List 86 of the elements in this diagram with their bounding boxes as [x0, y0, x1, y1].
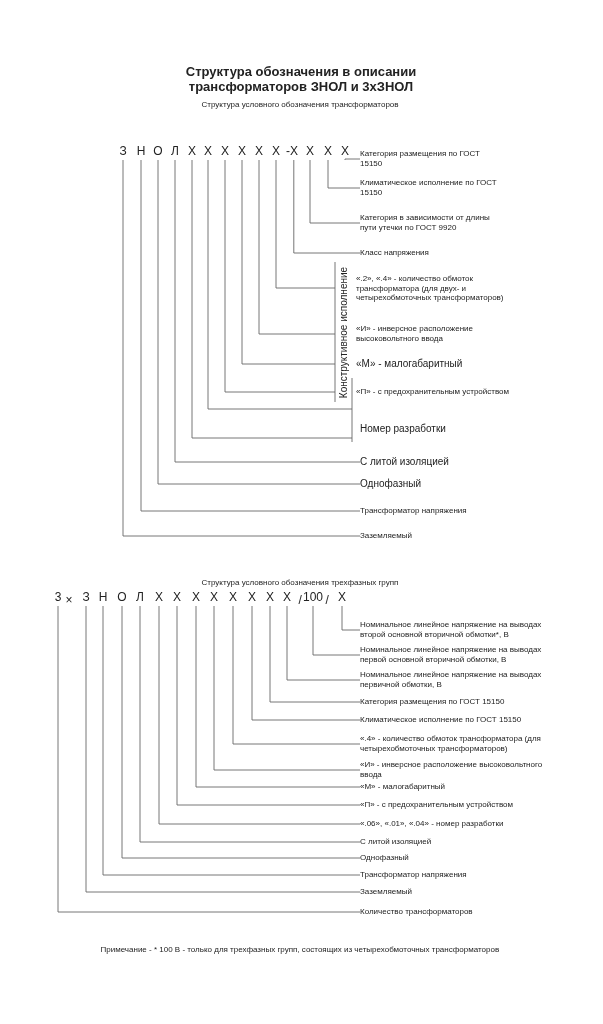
description-text: С литой изоляцией: [360, 456, 500, 468]
leader-line: [207, 159, 353, 410]
symbol-text: /: [298, 593, 302, 607]
description-text: Климатическое исполнение по ГОСТ 15150: [360, 715, 560, 725]
leader-line: [286, 605, 361, 681]
description-text: «.2», «.4» - количество обмоток трансформатора (для двух- и четырехобмоточных трансформаторов): [356, 273, 511, 303]
leader-line: [293, 159, 361, 254]
description-text: Количество трансформаторов: [360, 907, 560, 917]
designation-character: О: [117, 590, 127, 604]
leader-line: [344, 158, 361, 161]
description-text: С литой изоляцией: [360, 837, 560, 847]
description-text: Категория в зависимости от длины пути утечки по ГОСТ 9920: [360, 213, 500, 233]
description-text: «.06», «.01», «.04» - номер разработки: [360, 819, 560, 829]
subtitle: Структура условного обозначения трехфазных групп: [201, 578, 399, 587]
leader-line: [327, 159, 361, 189]
description-text: Номер разработки: [360, 423, 490, 435]
designation-character: Л: [171, 144, 179, 158]
designation-character: О: [153, 144, 163, 158]
designation-character: З: [119, 144, 127, 158]
description-text: «И» - инверсное расположение высоковольтного ввода: [356, 324, 511, 344]
description-text: Категория размещения по ГОСТ 15150: [360, 697, 560, 707]
designation-character: Х: [188, 144, 196, 158]
description-text: Заземляемый: [360, 531, 500, 541]
leader-line: [232, 605, 361, 745]
description-text: Трансформатор напряжения: [360, 506, 480, 516]
description-text: Однофазный: [360, 853, 560, 863]
designation-character: Х: [238, 144, 246, 158]
designation-character: Х: [210, 590, 218, 604]
description-text: «.4» - количество обмоток трансформатора (для четырехобмоточных трансформаторов): [360, 734, 560, 754]
leader-line: [57, 605, 361, 913]
subtitle: Структура условного обозначения трансформаторов: [201, 100, 399, 109]
designation-character: Х: [266, 590, 274, 604]
description-text: «П» - с предохранительным устройством: [360, 800, 560, 810]
designation-character: Х: [324, 144, 332, 158]
description-text: Климатическое исполнение по ГОСТ 15150: [360, 178, 500, 198]
designation-character: Х: [283, 590, 291, 604]
leader-line: [195, 605, 361, 788]
leader-line: [158, 605, 361, 825]
designation-character: Х: [155, 590, 163, 604]
designation-character: Л: [136, 590, 144, 604]
leader-line: [176, 605, 361, 806]
leader-line: [191, 159, 353, 439]
leader-line: [275, 159, 336, 289]
leader-line: [258, 159, 336, 335]
leader-line: [213, 605, 361, 771]
designation-character: Х: [272, 144, 280, 158]
designation-character: Н: [98, 590, 108, 604]
designation-character: Х: [204, 144, 212, 158]
designation-character: Х: [255, 144, 263, 158]
description-text: Трансформатор напряжения: [360, 870, 560, 880]
leader-line: [341, 605, 361, 631]
description-text: Однофазный: [360, 478, 500, 490]
group-label: Конструктивное исполнение: [337, 266, 349, 398]
leader-line: [269, 605, 361, 703]
description-text: Категория размещения по ГОСТ 15150: [360, 149, 500, 169]
designation-character: Х: [173, 590, 181, 604]
designation-character: Х: [221, 144, 229, 158]
leader-line: [251, 605, 361, 721]
leader-line: [241, 159, 336, 365]
designation-character: Н: [136, 144, 146, 158]
description-text: «П» - с предохранительным устройством: [356, 387, 511, 397]
designation-character: Х: [229, 590, 237, 604]
leader-line: [309, 159, 361, 224]
designation-character: 100: [303, 590, 323, 604]
designation-character: Х: [341, 144, 349, 158]
leader-line: [224, 159, 336, 393]
description-text: Заземляемый: [360, 887, 560, 897]
description-text: Класс напряжения: [360, 248, 500, 258]
designation-character: Х: [306, 144, 314, 158]
note: Примечание - * 100 В - только для трехфазных групп, состоящих из четырехобмоточных трансформаторов: [100, 945, 500, 954]
description-text: «М» - малогабаритный: [360, 782, 560, 792]
description-text: Номинальное линейное напряжение на выводах первичной обмотки, В: [360, 670, 560, 690]
description-text: «М» - малогабаритный: [356, 358, 511, 370]
leader-line: [312, 605, 361, 656]
description-text: Номинальное линейное напряжение на выводах второй основной вторичной обмотки*, В: [360, 620, 560, 640]
symbol-text: /: [325, 593, 329, 607]
description-text: «И» - инверсное расположение высоковольтного ввода: [360, 760, 560, 780]
title: Структура обозначения в описании трансформаторов ЗНОЛ и 3хЗНОЛ: [184, 64, 418, 94]
description-text: Номинальное линейное напряжение на выводах первой основной вторичной обмотки, В: [360, 645, 560, 665]
designation-character: Х: [338, 590, 346, 604]
designation-character: Х: [192, 590, 200, 604]
symbol-text: ×: [65, 593, 73, 607]
designation-character: Х: [248, 590, 256, 604]
designation-character: -Х: [286, 144, 298, 158]
designation-character: 3: [54, 590, 62, 604]
designation-character: З: [82, 590, 90, 604]
